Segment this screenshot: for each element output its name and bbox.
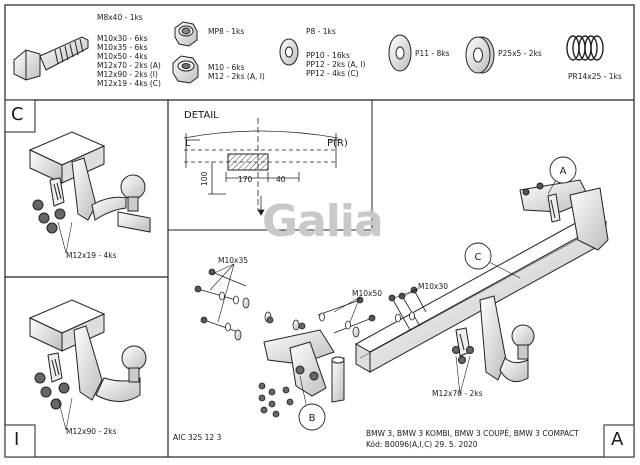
panel-i-tag	[4, 424, 36, 458]
washer-pp-list-0: PP10 - 16ks	[306, 51, 350, 60]
detail-box	[168, 99, 373, 231]
panel-a-letter: A	[611, 429, 624, 450]
detail-dim-100: 100	[200, 171, 209, 186]
panel-i-drawing	[28, 299, 147, 410]
callout-a-text: A	[560, 166, 567, 177]
washer-p25-label: P25x5 - 2ks	[498, 49, 542, 58]
bolt-list-3: M12x70 - 2ks (A)	[97, 61, 161, 70]
panel-a-tag	[603, 424, 635, 458]
nut-m-list-0: M10 - 6ks	[208, 63, 245, 72]
nut-mp8-label: MP8 - 1ks	[208, 27, 245, 36]
detail-title: DETAIL	[184, 110, 219, 121]
detail-right-label: P(R)	[327, 138, 348, 149]
panel-c-letter: C	[11, 104, 24, 125]
bolt-list-1: M10x35 - 6ks	[97, 43, 148, 52]
label-m10x50: M10x50	[352, 289, 382, 298]
bolt-icon	[13, 36, 89, 81]
panel-i-bolt-label: M12x90 - 2ks	[66, 427, 117, 436]
nut-m10-icon	[172, 55, 199, 84]
outer-frame	[4, 4, 635, 458]
washer-p25-icon	[465, 36, 495, 74]
galia-logo: Galia	[262, 196, 384, 247]
crossbar	[354, 213, 608, 373]
washer-pp-list-2: PP12 - 4ks (C)	[306, 69, 359, 78]
panel-c-leader	[57, 221, 73, 254]
nut-mp8-icon	[174, 21, 198, 47]
label-m10x35: M10x35	[218, 256, 248, 265]
detail-dim-170: 170	[238, 175, 253, 184]
washer-p11-icon	[388, 34, 412, 72]
washer-pp-list-1: PP12 - 2ks (A, I)	[306, 60, 366, 69]
detail-section-hatched	[227, 153, 269, 171]
footer-kod: Kód: B0096(A,I,C) 29. 5. 2020	[366, 440, 478, 449]
center-bracket	[452, 295, 535, 383]
fastener-cluster-bottom	[258, 382, 294, 418]
fastener-cluster-middle	[317, 286, 427, 338]
spring-icon	[566, 35, 604, 61]
main-leaders	[209, 179, 557, 405]
callout-b-text: B	[309, 413, 316, 424]
washer-p11-label: P11 - 8ks	[415, 49, 450, 58]
bolt-list-0: M10x30 - 6ks	[97, 34, 148, 43]
washer-p8-icon	[279, 38, 299, 66]
callout-c-text: C	[475, 252, 482, 263]
fastener-cluster-left	[194, 268, 306, 341]
label-m12x70: M12x70 - 2ks	[432, 389, 483, 398]
panel-c-drawing	[28, 131, 151, 234]
nut-m-list-1: M12 - 2ks (A, I)	[208, 72, 265, 81]
callout-a-bubble: A	[549, 156, 577, 184]
galia-logo-mark: ®	[368, 207, 376, 216]
spring-label: PR14x25 - 1ks	[568, 72, 622, 81]
footer-vehicles: BMW 3, BMW 3 KOMBI, BMW 3 COUPÉ, BMW 3 C…	[366, 429, 579, 438]
callout-b-bubble: B	[298, 403, 326, 431]
detail-left-label: L	[185, 138, 191, 149]
detail-dim-40: 40	[276, 175, 286, 184]
left-bracket	[263, 329, 345, 403]
right-bracket	[519, 179, 609, 251]
footer-code: AIC 325 12 3	[173, 433, 222, 442]
panel-c-tag	[4, 99, 36, 133]
panel-i-leader	[57, 397, 73, 431]
label-m10x30: M10x30	[418, 282, 448, 291]
bolt-list-4: M12x90 - 2ks (I)	[97, 70, 158, 79]
panel-i-letter: I	[14, 429, 20, 450]
washer-p8-label: P8 - 1ks	[306, 27, 336, 36]
bolt-main-label: M8x40 - 1ks	[97, 13, 143, 22]
bolt-list-5: M12x19 - 4ks (C)	[97, 79, 161, 88]
callout-c-bubble: C	[464, 242, 492, 270]
bolt-list-2: M10x50 - 4ks	[97, 52, 148, 61]
panel-c-bolt-label: M12x19 - 4ks	[66, 251, 117, 260]
